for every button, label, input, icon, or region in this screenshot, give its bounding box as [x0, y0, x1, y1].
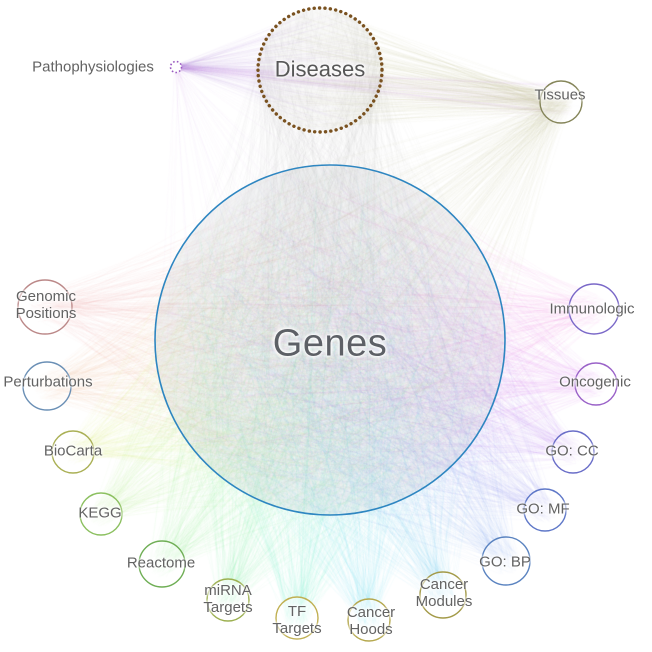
- node-circle-go-mf[interactable]: [523, 488, 567, 532]
- node-circle-go-cc[interactable]: [551, 430, 595, 474]
- node-label-kegg[interactable]: KEGG: [78, 504, 122, 522]
- node-label-immunologic[interactable]: Immunologic: [549, 300, 635, 318]
- node-label-pathophysiologies[interactable]: Pathophysiologies: [32, 58, 154, 76]
- node-circle-kegg[interactable]: [79, 492, 123, 536]
- node-circle-genes[interactable]: [154, 164, 506, 516]
- node-label-cancer-modules[interactable]: Cancer Modules: [415, 576, 473, 610]
- node-label-oncogenic[interactable]: Oncogenic: [559, 373, 631, 391]
- node-label-go-cc[interactable]: GO: CC: [545, 442, 599, 460]
- node-circle-mirna-targets[interactable]: [206, 578, 250, 622]
- node-label-diseases[interactable]: Diseases: [274, 56, 366, 82]
- node-circle-reactome[interactable]: [138, 540, 186, 588]
- node-circle-pathophysiologies[interactable]: [169, 60, 183, 74]
- node-label-tf-targets[interactable]: TF Targets: [272, 603, 322, 637]
- node-label-biocarta[interactable]: BioCarta: [43, 442, 103, 460]
- node-label-tissues[interactable]: Tissues: [534, 86, 586, 104]
- node-circle-tissues[interactable]: [539, 80, 583, 124]
- node-circle-perturbations[interactable]: [22, 361, 72, 411]
- node-label-mirna-targets[interactable]: miRNA Targets: [203, 582, 253, 616]
- node-label-reactome[interactable]: Reactome: [126, 554, 196, 572]
- node-circle-tf-targets[interactable]: [275, 596, 319, 640]
- node-circle-go-bp[interactable]: [481, 536, 531, 586]
- node-circle-genomic-positions[interactable]: [17, 279, 73, 335]
- node-circle-cancer-hoods[interactable]: [347, 598, 391, 642]
- node-label-genes[interactable]: Genes: [272, 322, 388, 365]
- node-circle-cancer-modules[interactable]: [419, 571, 467, 619]
- node-circle-diseases[interactable]: [256, 6, 384, 134]
- node-circle-biocarta[interactable]: [51, 430, 95, 474]
- node-label-genomic-positions[interactable]: Genomic Positions: [15, 288, 77, 322]
- node-label-cancer-hoods[interactable]: Cancer Hoods: [346, 604, 396, 638]
- node-circle-immunologic[interactable]: [568, 283, 620, 335]
- node-circle-oncogenic[interactable]: [574, 362, 618, 406]
- node-label-go-bp[interactable]: GO: BP: [479, 553, 531, 571]
- node-label-go-mf[interactable]: GO: MF: [516, 500, 570, 518]
- node-label-perturbations[interactable]: Perturbations: [3, 373, 93, 391]
